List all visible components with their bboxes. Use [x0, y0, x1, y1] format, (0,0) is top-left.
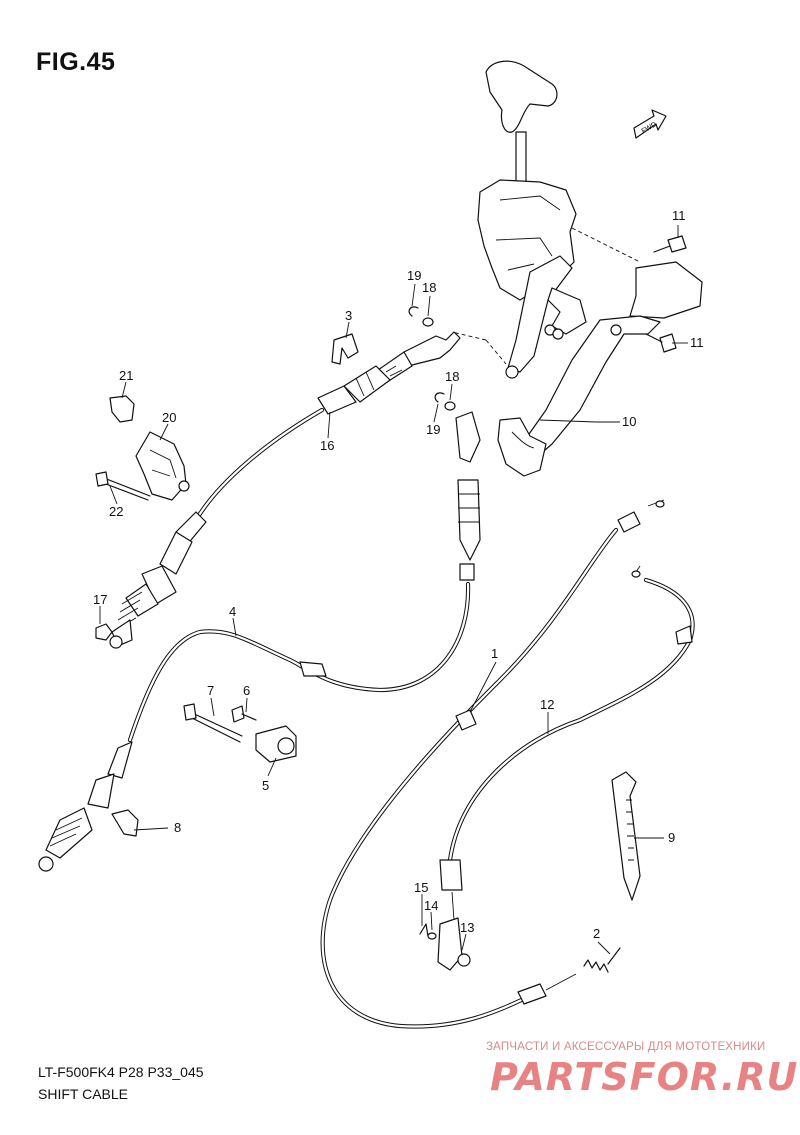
- shift-cable-4: [38, 411, 481, 872]
- spring-2: [583, 947, 621, 973]
- callout-19-lower: 19: [426, 422, 440, 437]
- clip-3: [331, 333, 359, 365]
- callout-7: 7: [207, 683, 214, 698]
- shift-bracket-10: [497, 261, 703, 477]
- callout-15: 15: [414, 880, 428, 895]
- callout-9: 9: [668, 830, 675, 845]
- shift-cable-16: [109, 331, 461, 649]
- clamp-5: [255, 725, 297, 763]
- cable-bracket-20: [135, 431, 190, 501]
- callout-19-upper: 19: [407, 268, 421, 283]
- shift-lever-assembly: [451, 60, 641, 379]
- callout-8: 8: [174, 820, 181, 835]
- callout-3: 3: [345, 308, 352, 323]
- model-code: LT-F500FK4 P28 P33_045: [38, 1064, 204, 1080]
- circlip-19-upper: [408, 306, 419, 317]
- cotter-pin-15: [419, 923, 429, 937]
- washer-14: [427, 932, 437, 940]
- watermark-tagline: ЗАПЧАСТИ И АКСЕССУАРЫ ДЛЯ МОТОТЕХНИКИ: [486, 1041, 766, 1053]
- callout-2: 2: [593, 926, 600, 941]
- callout-10: 10: [622, 414, 636, 429]
- callout-11-lower: 11: [690, 335, 704, 350]
- cable-1: [320, 499, 665, 1029]
- callout-1: 1: [491, 646, 498, 661]
- nut-17: [95, 623, 113, 641]
- clip-21: [109, 395, 135, 423]
- washer-18-upper: [422, 317, 434, 327]
- callout-18-upper: 18: [422, 280, 436, 295]
- cable-12: [439, 565, 695, 921]
- bolt-6: [231, 705, 257, 723]
- bolt-11-lower: [645, 333, 677, 353]
- callout-labels: 1 2 3 4 5 6 7 8 9 10 11 11 12 13 14 15 1…: [93, 208, 704, 941]
- bolt-22: [95, 471, 151, 501]
- watermark-logo: PARTSFOR.RU: [490, 1055, 799, 1099]
- callout-18-lower: 18: [445, 369, 459, 384]
- bolt-7: [183, 703, 243, 743]
- callout-6: 6: [243, 683, 250, 698]
- leader-lines: [99, 225, 688, 955]
- callout-12: 12: [540, 697, 554, 712]
- callout-5: 5: [262, 778, 269, 793]
- callout-13: 13: [460, 920, 474, 935]
- callout-20: 20: [162, 410, 176, 425]
- callout-4: 4: [229, 604, 236, 619]
- bolt-11-upper: [653, 235, 687, 253]
- figure-title: FIG.45: [36, 48, 116, 76]
- callout-17: 17: [93, 592, 107, 607]
- washer-18-lower: [444, 401, 456, 411]
- callout-21: 21: [119, 368, 133, 383]
- callout-11-upper: 11: [672, 208, 686, 223]
- callout-16: 16: [320, 438, 334, 453]
- clip-8: [111, 809, 139, 837]
- figure-caption: SHIFT CABLE: [38, 1086, 128, 1102]
- callout-22: 22: [109, 504, 123, 519]
- cable-tie-9: [611, 771, 641, 901]
- circlip-19-lower: [434, 392, 445, 403]
- fwd-arrow-icon: FWD: [633, 109, 667, 139]
- callout-14: 14: [424, 898, 438, 913]
- lever-13: [437, 917, 471, 971]
